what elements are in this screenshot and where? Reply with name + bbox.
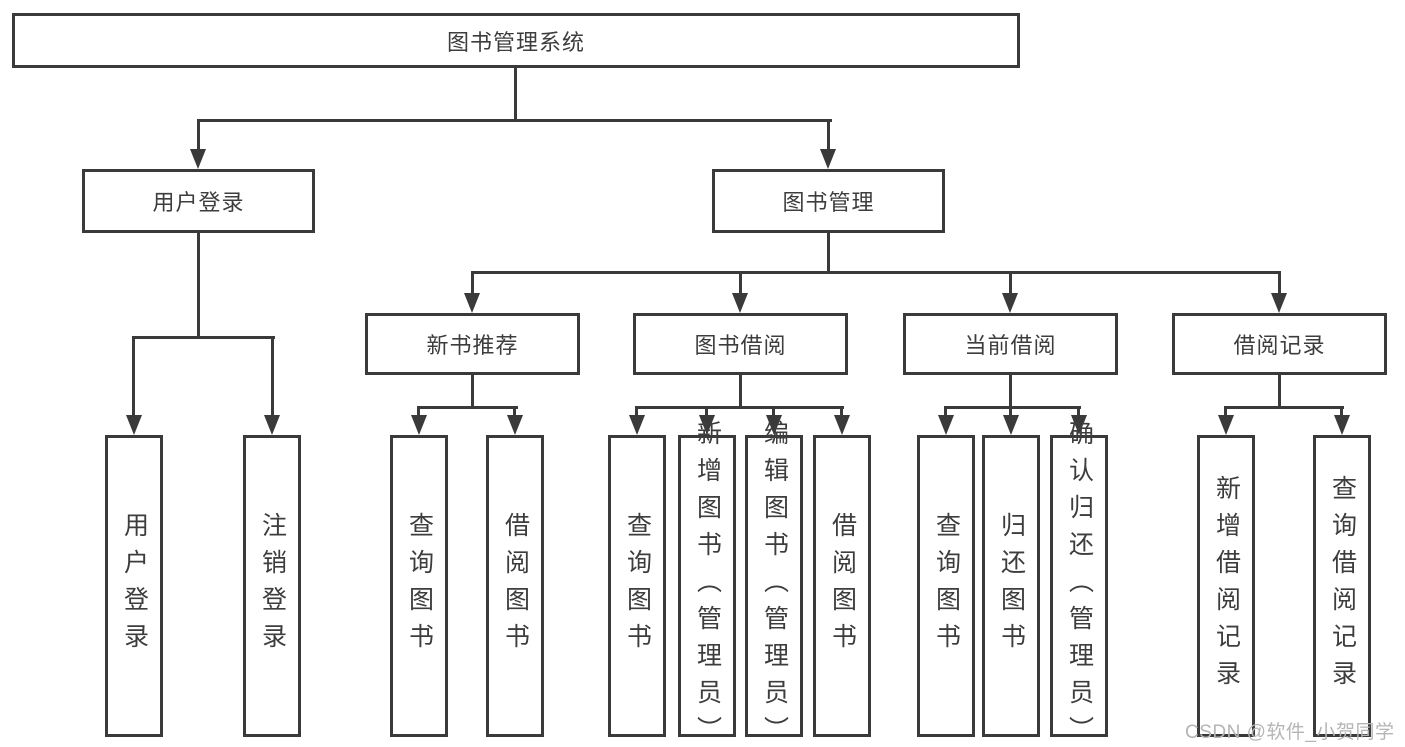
connector-vline	[132, 336, 135, 418]
leaf-confirm-return-admin-label: 确认归还（管理员）	[1065, 419, 1094, 747]
connector-vline	[1077, 406, 1080, 418]
leaf-current-query-books-label: 查询图书	[932, 512, 961, 660]
node-new-books-label: 新书推荐	[426, 333, 519, 358]
node-new-books: 新书推荐	[365, 313, 580, 375]
connector-hline	[197, 119, 832, 122]
leaf-edit-books-admin: 编辑图书（管理员）	[745, 420, 803, 747]
arrow-down-icon	[1271, 293, 1287, 313]
leaf-newbooks-query-books-label: 查询图书	[405, 512, 434, 660]
leaf-add-books-admin-label: 新增图书（管理员）	[693, 419, 722, 747]
leaf-borrow-books-label: 借阅图书	[828, 512, 857, 660]
connector-vline	[471, 375, 474, 409]
node-borrow-records: 借阅记录	[1172, 313, 1387, 375]
leaf-query-borrow-record-label: 查询借阅记录	[1328, 475, 1357, 697]
arrow-down-icon	[1334, 415, 1350, 435]
connector-vline	[635, 406, 638, 418]
csdn-watermark: CSDN @软件_小贺同学	[1185, 722, 1395, 743]
leaf-query-borrow-record: 查询借阅记录	[1313, 435, 1371, 737]
leaf-borrow-query-books: 查询图书	[608, 435, 666, 737]
connector-vline	[1009, 406, 1012, 418]
leaf-add-borrow-record-label: 新增借阅记录	[1212, 475, 1241, 697]
arrow-down-icon	[834, 415, 850, 435]
connector-vline	[1009, 375, 1012, 409]
connector-hline	[132, 336, 275, 339]
connector-vline	[1278, 375, 1281, 409]
node-current-borrow-label: 当前借阅	[964, 333, 1057, 358]
connector-vline	[840, 406, 843, 418]
node-book-borrow: 图书借阅	[633, 313, 848, 375]
arrow-down-icon	[507, 415, 523, 435]
arrow-down-icon	[1003, 415, 1019, 435]
leaf-borrow-query-books-label: 查询图书	[623, 512, 652, 660]
arrow-down-icon	[190, 149, 206, 169]
arrow-down-icon	[464, 293, 480, 313]
connector-vline	[271, 336, 274, 418]
connector-hline	[1224, 406, 1344, 409]
node-book-mgmt-label: 图书管理	[782, 190, 875, 215]
leaf-edit-books-admin-label: 编辑图书（管理员）	[760, 419, 789, 747]
arrow-down-icon	[1071, 415, 1087, 435]
connector-vline	[1224, 406, 1227, 418]
connector-vline	[1009, 271, 1012, 296]
connector-hline	[417, 406, 518, 409]
node-user-login: 用户登录	[82, 169, 315, 233]
node-book-mgmt: 图书管理	[712, 169, 945, 233]
arrow-down-icon	[732, 293, 748, 313]
node-root-label: 图书管理系统	[446, 29, 585, 55]
connector-hline	[471, 271, 1281, 274]
arrow-down-icon	[411, 415, 427, 435]
leaf-user-login-label: 用户登录	[120, 512, 149, 660]
node-root: 图书管理系统	[12, 13, 1020, 68]
node-book-borrow-label: 图书借阅	[694, 333, 787, 358]
leaf-logout: 注销登录	[243, 435, 301, 737]
connector-vline	[197, 233, 200, 339]
leaf-confirm-return-admin: 确认归还（管理员）	[1050, 420, 1108, 747]
arrow-down-icon	[766, 415, 782, 435]
connector-hline	[635, 406, 844, 409]
connector-vline	[513, 406, 516, 418]
leaf-newbooks-borrow-books: 借阅图书	[486, 435, 544, 737]
connector-hline	[944, 406, 1081, 409]
arrow-down-icon	[820, 149, 836, 169]
connector-vline	[739, 271, 742, 296]
connector-vline	[417, 406, 420, 418]
leaf-return-books: 归还图书	[982, 435, 1040, 737]
connector-vline	[772, 406, 775, 418]
arrow-down-icon	[1218, 415, 1234, 435]
arrow-down-icon	[1002, 293, 1018, 313]
leaf-newbooks-query-books: 查询图书	[390, 435, 448, 737]
connector-vline	[827, 233, 830, 274]
leaf-add-books-admin: 新增图书（管理员）	[678, 420, 736, 747]
node-current-borrow: 当前借阅	[903, 313, 1118, 375]
connector-vline	[705, 406, 708, 418]
leaf-return-books-label: 归还图书	[997, 512, 1026, 660]
arrow-down-icon	[938, 415, 954, 435]
leaf-logout-label: 注销登录	[258, 512, 287, 660]
arrow-down-icon	[126, 415, 142, 435]
leaf-newbooks-borrow-books-label: 借阅图书	[501, 512, 530, 660]
node-user-login-label: 用户登录	[152, 190, 245, 215]
connector-vline	[514, 68, 517, 122]
connector-vline	[944, 406, 947, 418]
node-borrow-records-label: 借阅记录	[1233, 333, 1326, 358]
leaf-user-login: 用户登录	[105, 435, 163, 737]
connector-vline	[739, 375, 742, 409]
connector-vline	[1340, 406, 1343, 418]
connector-vline	[471, 271, 474, 296]
arrow-down-icon	[629, 415, 645, 435]
leaf-current-query-books: 查询图书	[917, 435, 975, 737]
arrow-down-icon	[264, 415, 280, 435]
arrow-down-icon	[699, 415, 715, 435]
connector-vline	[827, 119, 830, 151]
leaf-borrow-books: 借阅图书	[813, 435, 871, 737]
leaf-add-borrow-record: 新增借阅记录	[1197, 435, 1255, 737]
connector-vline	[197, 119, 200, 151]
connector-vline	[1278, 271, 1281, 296]
